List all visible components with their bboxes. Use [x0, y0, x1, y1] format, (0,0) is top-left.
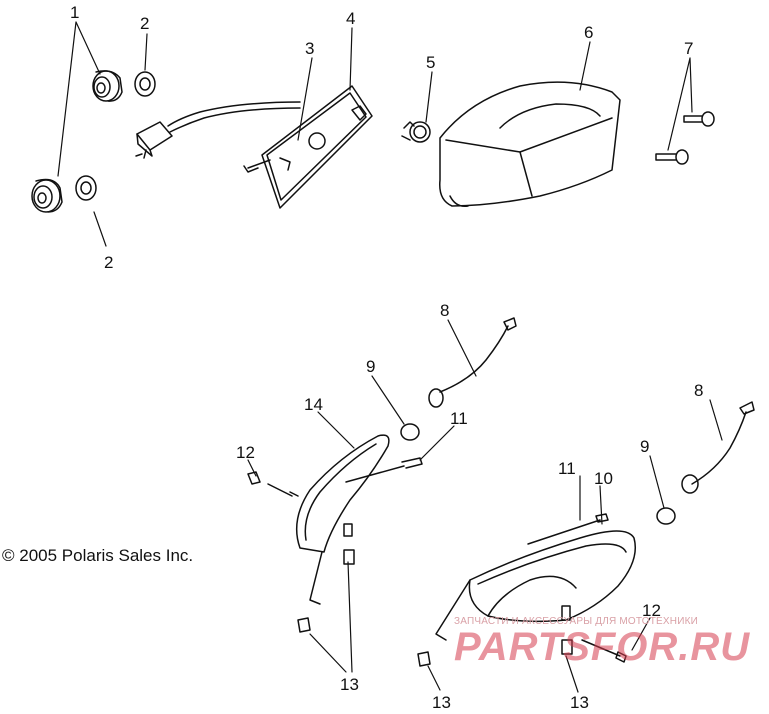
copyright-notice: © 2005 Polaris Sales Inc. [2, 546, 194, 565]
part-14-left-light-lens [247, 434, 423, 633]
wiring-harness-connector [135, 101, 301, 159]
callout-10: 10 [594, 469, 613, 488]
callout-1: 1 [70, 3, 79, 22]
part-7-screws [655, 111, 715, 165]
part-1-grommet-upper [92, 70, 123, 102]
callout-13-mid: 13 [432, 693, 451, 712]
callout-11-lower: 11 [558, 459, 576, 478]
part-6-taillight-housing [439, 81, 621, 208]
callout-13-left: 13 [340, 675, 359, 694]
callout-8-lower: 8 [694, 381, 703, 400]
callout-9-upper: 9 [366, 357, 375, 376]
callout-13-right: 13 [570, 693, 589, 712]
callout-8-upper: 8 [440, 301, 449, 320]
part-1-grommet-lower [31, 178, 63, 213]
callout-14: 14 [304, 395, 323, 414]
part-8-9-bulb-lead-upper [400, 317, 517, 441]
part-10-right-light-lens [417, 513, 636, 667]
callout-2-upper: 2 [140, 14, 149, 33]
callout-4: 4 [346, 9, 355, 28]
part-3-4-bracket-plate [243, 85, 373, 209]
part-2-washers [75, 71, 156, 201]
callout-3: 3 [305, 39, 314, 58]
callout-numbers: 1 2 2 3 4 5 6 7 8 8 9 9 10 11 11 12 12 1… [70, 3, 703, 712]
callout-7: 7 [684, 39, 693, 58]
callout-9-lower: 9 [640, 437, 649, 456]
callout-11-upper: 11 [450, 409, 468, 428]
leader-lines [57, 21, 723, 693]
callout-6: 6 [584, 23, 593, 42]
callout-12-right: 12 [642, 601, 661, 620]
callout-5: 5 [426, 53, 435, 72]
callout-2-lower: 2 [104, 253, 113, 272]
part-5-bulb-socket [401, 121, 431, 143]
callout-12-left: 12 [236, 443, 255, 462]
part-8-9-bulb-lead-lower [656, 401, 755, 525]
